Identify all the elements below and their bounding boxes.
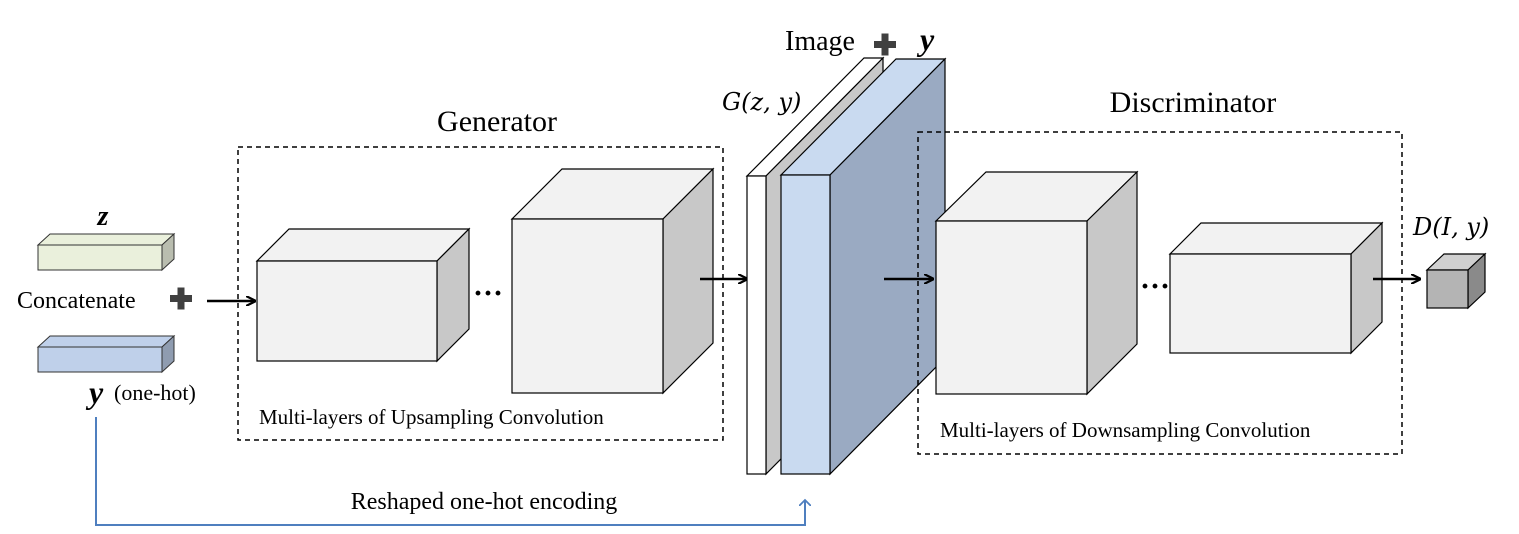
gzy-label: G(z, y) xyxy=(722,88,801,116)
generator-cube-small xyxy=(255,227,471,363)
y-label: y xyxy=(85,374,104,410)
y-vector xyxy=(36,334,176,374)
label-slab xyxy=(779,57,947,476)
z-vector xyxy=(36,232,176,272)
discriminator-cube-small xyxy=(1168,221,1384,355)
output-label: D(I, y) xyxy=(1412,213,1489,241)
generator-box xyxy=(237,146,724,441)
discriminator-box xyxy=(917,131,1403,455)
plus-icon xyxy=(170,287,192,310)
discriminator-ellipsis: ··· xyxy=(1140,270,1170,303)
image-label: Image xyxy=(785,26,855,57)
plus-icon xyxy=(874,33,896,56)
y-onehot-label: (one-hot) xyxy=(114,380,196,405)
generator-cube-large xyxy=(510,167,715,395)
output-cube xyxy=(1425,252,1487,310)
concatenate-label: Concatenate xyxy=(17,288,136,314)
discriminator-cube-large xyxy=(934,170,1139,396)
discriminator-caption: Multi-layers of Downsampling Convolution xyxy=(940,418,1311,442)
generator-caption: Multi-layers of Upsampling Convolution xyxy=(259,405,604,429)
generator-ellipsis: ··· xyxy=(473,277,503,310)
one-hot-feedback-line xyxy=(95,417,805,526)
z-label: z xyxy=(97,201,109,232)
feedback-label: Reshaped one-hot encoding xyxy=(351,489,618,515)
generator-title: Generator xyxy=(437,105,557,138)
discriminator-title: Discriminator xyxy=(1110,86,1277,119)
image-y-label: y xyxy=(916,21,935,57)
